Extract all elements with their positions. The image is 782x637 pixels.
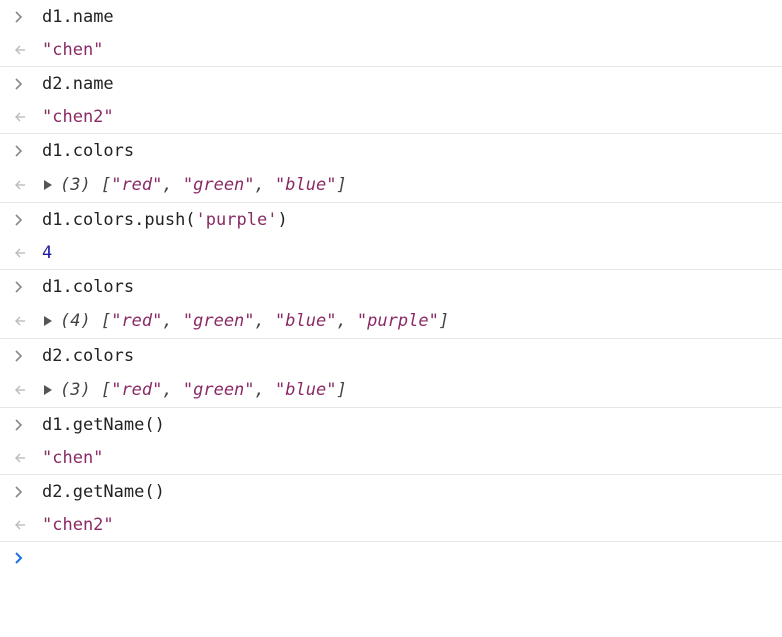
result-string: "chen2" xyxy=(42,107,114,127)
chevron-right-icon xyxy=(14,270,28,304)
array-length: (4) xyxy=(60,311,91,331)
chevron-right-icon xyxy=(14,339,28,373)
result-number: 4 xyxy=(42,243,53,263)
return-arrow-icon xyxy=(14,237,28,269)
array-item: "red" xyxy=(111,311,163,331)
expand-triangle-icon[interactable] xyxy=(44,316,52,326)
console-result-line: "chen" xyxy=(0,34,782,66)
input-object: d2 xyxy=(42,74,63,94)
console-input-text: d1.colors xyxy=(42,270,134,304)
input-close-paren: ) xyxy=(277,210,288,230)
chevron-right-icon xyxy=(14,408,28,442)
console-entry: d1.colors.push('purple') 4 xyxy=(0,203,782,270)
input-object: d1 xyxy=(42,210,63,230)
console-entry: d2.getName() "chen2" xyxy=(0,475,782,542)
console-input-line[interactable]: d1.colors.push('purple') xyxy=(0,203,782,237)
console-input-text: d2.getName() xyxy=(42,475,165,509)
array-length: (3) xyxy=(60,175,91,195)
return-arrow-icon xyxy=(14,509,28,541)
return-arrow-icon xyxy=(14,304,28,338)
expand-triangle-icon[interactable] xyxy=(44,385,52,395)
array-item: "red" xyxy=(111,380,163,400)
active-prompt-chevron-icon xyxy=(14,542,28,574)
chevron-right-icon xyxy=(14,67,28,101)
input-object: d2 xyxy=(42,482,63,502)
array-item: "blue" xyxy=(275,175,337,195)
return-arrow-icon xyxy=(14,373,28,407)
result-string: "chen" xyxy=(42,448,104,468)
return-arrow-icon xyxy=(14,101,28,133)
array-item: "blue" xyxy=(275,380,337,400)
result-string: "chen2" xyxy=(42,515,114,535)
console-input-line[interactable]: d1.getName() xyxy=(0,408,782,442)
input-member: .colors xyxy=(62,141,135,161)
input-object: d1 xyxy=(42,141,63,161)
console-input-text: d1.colors.push('purple') xyxy=(42,203,288,237)
console-entry: d1.name "chen" xyxy=(0,0,782,67)
console-result-line: (3) ["red", "green", "blue"] xyxy=(0,168,782,202)
console-result-line: (3) ["red", "green", "blue"] xyxy=(0,373,782,407)
console-result-line: 4 xyxy=(0,237,782,269)
input-member: .getName() xyxy=(62,482,165,502)
input-object: d1 xyxy=(42,7,63,27)
console-prompt-input[interactable] xyxy=(0,542,782,574)
input-member: .name xyxy=(62,74,114,94)
array-item: "green" xyxy=(182,175,255,195)
array-length: (3) xyxy=(60,380,91,400)
array-item: "green" xyxy=(182,380,255,400)
console-input-text: d2.name xyxy=(42,67,114,101)
console-input-line[interactable]: d2.name xyxy=(0,67,782,101)
result-array[interactable]: (4) ["red", "green", "blue", "purple"] xyxy=(60,311,450,331)
result-array[interactable]: (3) ["red", "green", "blue"] xyxy=(60,175,347,195)
result-string: "chen" xyxy=(42,40,104,60)
input-member: .colors.push( xyxy=(62,210,196,230)
input-member: .colors xyxy=(62,346,135,366)
console-panel: d1.name "chen" d2.name "chen2" xyxy=(0,0,782,574)
console-result-line: (4) ["red", "green", "blue", "purple"] xyxy=(0,304,782,338)
console-input-text: d1.colors xyxy=(42,134,134,168)
console-input-text: d1.name xyxy=(42,0,114,34)
console-input-text: d2.colors xyxy=(42,339,134,373)
chevron-right-icon xyxy=(14,134,28,168)
chevron-right-icon xyxy=(14,203,28,237)
return-arrow-icon xyxy=(14,34,28,66)
input-member: .getName() xyxy=(62,415,165,435)
console-input-text: d1.getName() xyxy=(42,408,165,442)
console-entry: d2.name "chen2" xyxy=(0,67,782,134)
array-item: "red" xyxy=(111,175,163,195)
console-entry: d1.getName() "chen" xyxy=(0,408,782,475)
console-entry: d2.colors (3) ["red", "green", "blue"] xyxy=(0,339,782,408)
input-object: d2 xyxy=(42,346,63,366)
console-entry: d1.colors (3) ["red", "green", "blue"] xyxy=(0,134,782,203)
return-arrow-icon xyxy=(14,442,28,474)
array-item: "blue" xyxy=(275,311,337,331)
input-member: .colors xyxy=(62,277,135,297)
console-result-line: "chen2" xyxy=(0,509,782,541)
chevron-right-icon xyxy=(14,0,28,34)
console-result-line: "chen2" xyxy=(0,101,782,133)
input-object: d1 xyxy=(42,277,63,297)
input-argument: 'purple' xyxy=(195,210,278,230)
result-array[interactable]: (3) ["red", "green", "blue"] xyxy=(60,380,347,400)
console-entry: d1.colors (4) ["red", "green", "blue", "… xyxy=(0,270,782,339)
console-input-line[interactable]: d2.colors xyxy=(0,339,782,373)
input-member: .name xyxy=(62,7,114,27)
console-result-line: "chen" xyxy=(0,442,782,474)
console-input-line[interactable]: d1.colors xyxy=(0,134,782,168)
console-input-line[interactable]: d2.getName() xyxy=(0,475,782,509)
chevron-right-icon xyxy=(14,475,28,509)
input-object: d1 xyxy=(42,415,63,435)
return-arrow-icon xyxy=(14,168,28,202)
expand-triangle-icon[interactable] xyxy=(44,180,52,190)
console-input-line[interactable]: d1.name xyxy=(0,0,782,34)
console-input-line[interactable]: d1.colors xyxy=(0,270,782,304)
array-item: "purple" xyxy=(356,311,439,331)
array-item: "green" xyxy=(182,311,255,331)
